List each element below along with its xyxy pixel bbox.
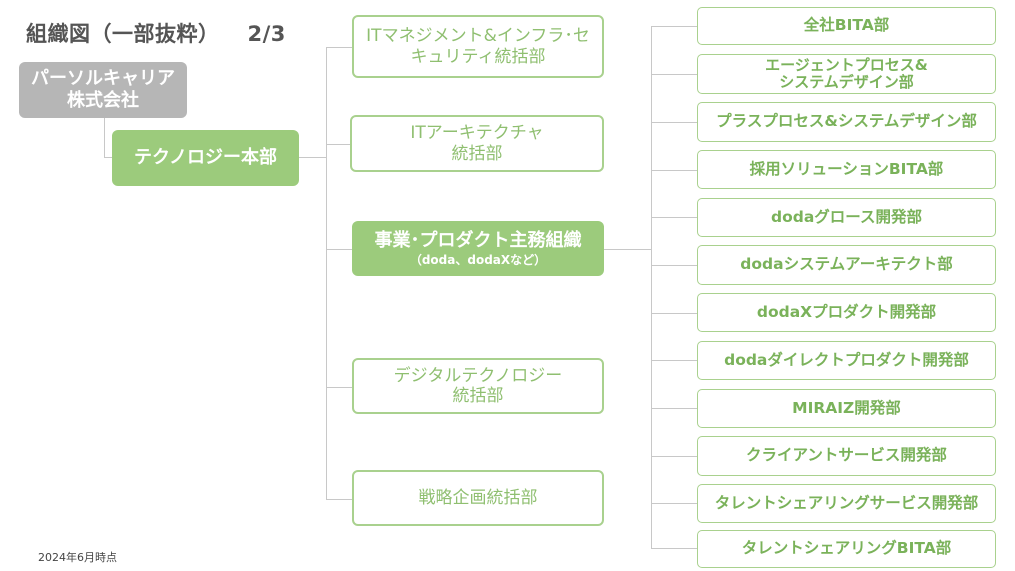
department-label: タレントシェアリングBITA部	[741, 539, 952, 558]
division-box-product: 事業･プロダクト主務組織 （doda、dodaXなど）	[352, 221, 604, 276]
department-label: タレントシェアリングサービス開発部	[714, 493, 979, 512]
division-box-digital-technology: デジタルテクノロジー 統括部	[352, 358, 604, 414]
connector-department-5	[651, 217, 697, 218]
department-box: エージェントプロセス& システムデザイン部	[697, 54, 996, 94]
division-box-it-management: ITマネジメント&インフラ･セ キュリティ統括部	[352, 15, 604, 78]
department-box: タレントシェアリングサービス開発部	[697, 484, 996, 523]
department-box: 採用ソリューションBITA部	[697, 150, 996, 189]
connector-division-4	[326, 387, 352, 388]
connector-division-spine	[326, 47, 327, 499]
connector-department-1	[651, 26, 697, 27]
division-box-it-architecture: ITアーキテクチャ 統括部	[350, 115, 604, 172]
department-box: MIRAIZ開発部	[697, 389, 996, 428]
connector-department-10	[651, 456, 697, 457]
department-box: クライアントサービス開発部	[697, 436, 996, 476]
connector-department-11	[651, 503, 697, 504]
connector-division-2	[326, 144, 350, 145]
division-line-1: ITマネジメント&インフラ･セ	[366, 26, 590, 47]
department-label: クライアントサービス開発部	[746, 446, 947, 465]
division-line-2: 統括部	[451, 143, 503, 164]
department-box: 全社BITA部	[697, 7, 996, 45]
division-line-1: 戦略企画統括部	[418, 487, 538, 508]
division-line-2: （doda、dodaXなど）	[409, 253, 547, 268]
department-label: 全社BITA部	[803, 16, 890, 35]
page-number: 2/3	[247, 22, 286, 46]
connector-department-7	[651, 313, 697, 314]
department-label: MIRAIZ開発部	[792, 398, 901, 417]
connector-department-9	[651, 408, 697, 409]
division-line-2: 統括部	[452, 386, 504, 406]
department-box: dodaXプロダクト開発部	[697, 293, 996, 332]
connector-department-spine	[651, 26, 652, 548]
department-label: プラスプロセス&システムデザイン部	[716, 112, 977, 131]
title-text: 組織図（一部抜粋）	[26, 22, 220, 46]
connector-product-right	[604, 249, 651, 250]
connector-department-6	[651, 265, 697, 266]
department-label: dodaシステムアーキテクト部	[740, 255, 953, 274]
connector-division-1	[326, 47, 352, 48]
connector-hq-right	[299, 157, 326, 158]
hq-box: テクノロジー本部	[112, 130, 299, 186]
as-of-date: 2024年6月時点	[38, 551, 117, 564]
root-line-1: パーソルキャリア	[31, 68, 175, 90]
root-company-box: パーソルキャリア 株式会社	[19, 62, 187, 118]
department-label: dodaXプロダクト開発部	[756, 302, 937, 321]
connector-root-vertical	[104, 118, 105, 158]
division-line-1: デジタルテクノロジー	[393, 365, 563, 386]
department-box: プラスプロセス&システムデザイン部	[697, 102, 996, 142]
connector-division-3	[326, 249, 352, 250]
division-line-1: ITアーキテクチャ	[410, 123, 544, 144]
division-box-strategy-planning: 戦略企画統括部	[352, 470, 604, 526]
department-box: dodaシステムアーキテクト部	[697, 245, 996, 285]
division-line-1: 事業･プロダクト主務組織	[374, 229, 582, 251]
division-line-2: キュリティ統括部	[410, 46, 546, 67]
department-label-line-1: エージェントプロセス&	[765, 55, 928, 74]
connector-department-12	[651, 548, 697, 549]
department-label: 採用ソリューションBITA部	[749, 159, 944, 178]
connector-division-5	[326, 499, 352, 500]
hq-label: テクノロジー本部	[134, 147, 277, 169]
root-line-2: 株式会社	[67, 90, 139, 111]
department-label-line-2: システムデザイン部	[779, 73, 914, 91]
connector-department-4	[651, 170, 697, 171]
department-box: dodaダイレクトプロダクト開発部	[697, 341, 996, 380]
connector-root-hq	[104, 157, 112, 158]
page-title: 組織図（一部抜粋） 2/3	[26, 18, 286, 48]
connector-department-3	[651, 122, 697, 123]
connector-department-8	[651, 360, 697, 361]
department-box: タレントシェアリングBITA部	[697, 530, 996, 568]
department-box: dodaグロース開発部	[697, 198, 996, 237]
department-label: dodaグロース開発部	[770, 207, 923, 226]
department-label: dodaダイレクトプロダクト開発部	[724, 350, 969, 369]
connector-department-2	[651, 74, 697, 75]
